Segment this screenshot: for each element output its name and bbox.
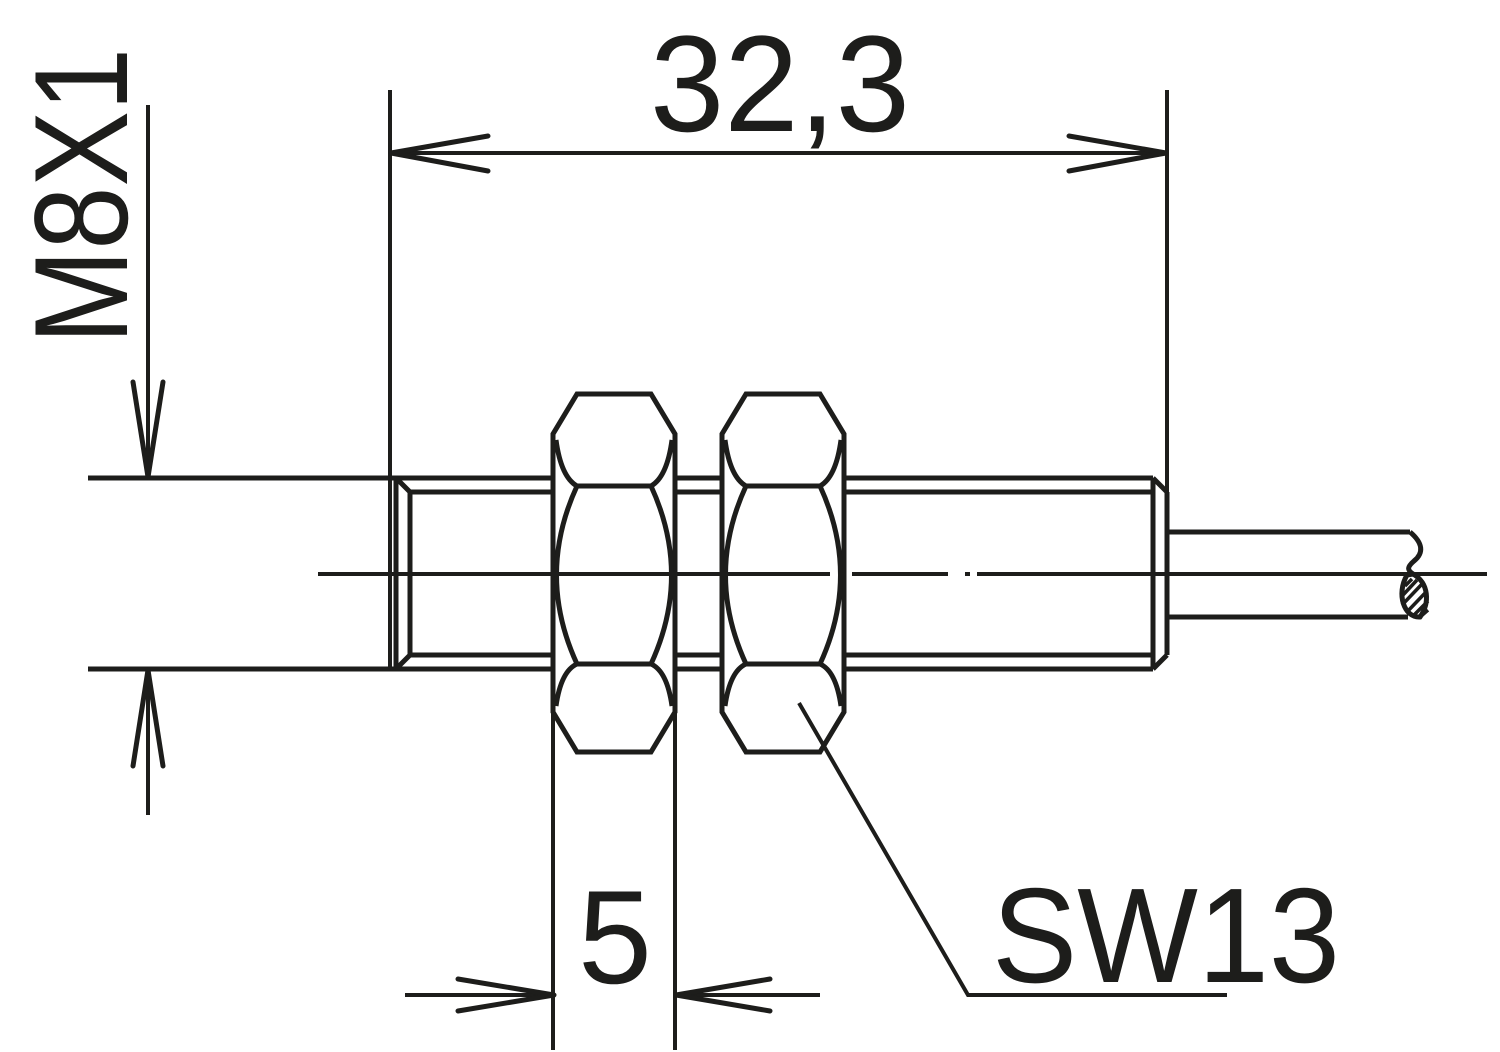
dimension-nut-thickness: 5: [405, 712, 820, 1050]
arrowhead-left: [388, 133, 491, 174]
arrowhead-right: [1066, 133, 1169, 174]
arrowhead-right-pointing: [455, 976, 557, 1014]
hex-nut-outline: [550, 391, 678, 755]
dimension-thread-size: M8X1: [8, 48, 166, 815]
arrowhead-down: [130, 379, 166, 480]
cable-break-hatching: [1400, 577, 1430, 619]
hex-nut-outline: [719, 391, 847, 755]
extension-lines: [388, 90, 1169, 668]
cable-break-curve: [1406, 530, 1424, 577]
thread-size-label: M8X1: [8, 48, 156, 344]
label-wrench-size: SW13: [797, 701, 1340, 1011]
arrowhead-left-pointing: [673, 976, 773, 1014]
cable-lines: [1167, 529, 1410, 620]
leader-line: [797, 701, 1227, 997]
nut-thickness-label: 5: [578, 864, 652, 1012]
dimension-housing-length: 32,3: [388, 8, 1169, 668]
thread-profile-lines: [88, 475, 1153, 672]
wrench-size-label: SW13: [992, 860, 1340, 1011]
housing-length-label: 32,3: [650, 8, 910, 161]
arrowhead-up: [130, 667, 166, 769]
